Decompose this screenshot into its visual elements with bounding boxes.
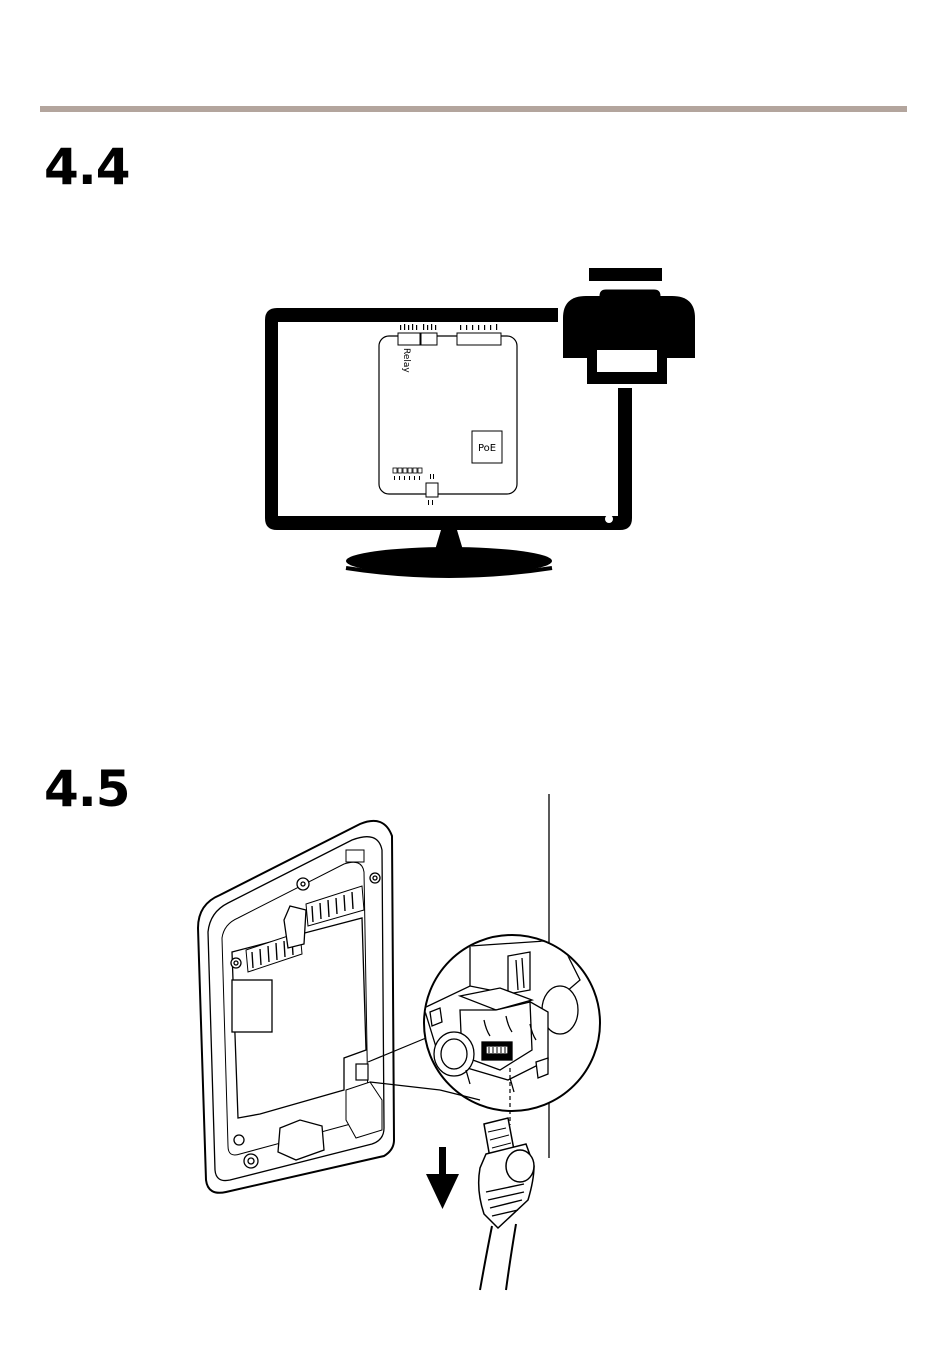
relay-component bbox=[232, 980, 272, 1032]
device-ethernet-port bbox=[356, 1064, 368, 1080]
ethernet-cable-plug bbox=[479, 1118, 534, 1290]
zoom-detail-circle bbox=[424, 935, 600, 1111]
arrow-down-icon bbox=[426, 1147, 459, 1209]
